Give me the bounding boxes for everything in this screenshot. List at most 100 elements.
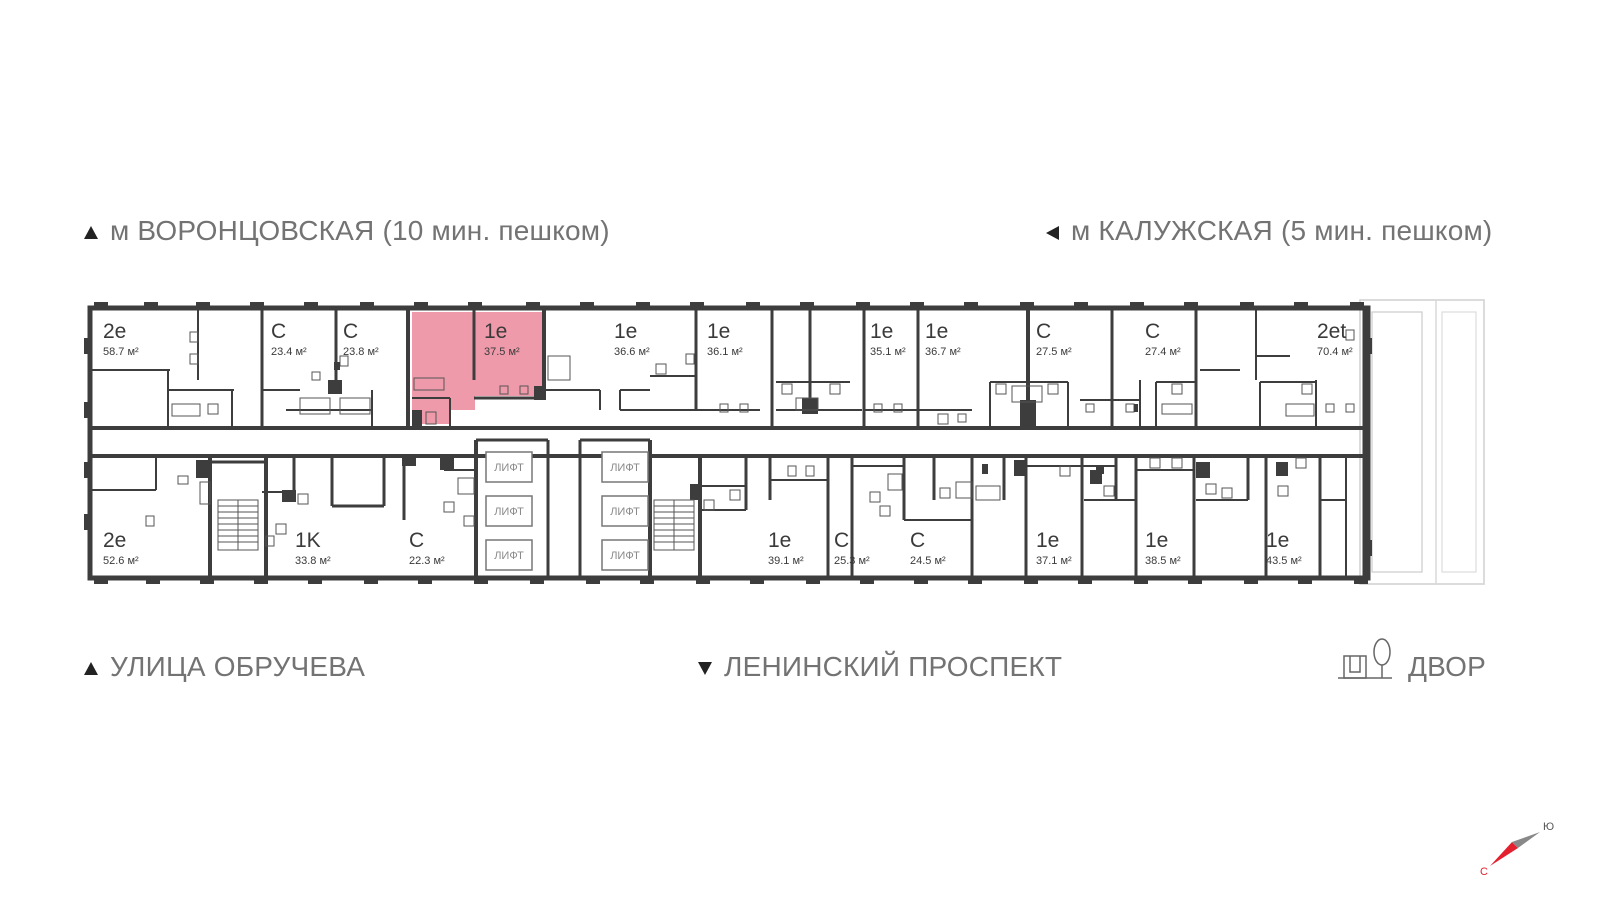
apartment-c-23-8[interactable]: С 23.8 м² [343, 320, 379, 358]
terrace [1359, 299, 1485, 585]
yard-text: ДВОР [1408, 651, 1486, 682]
apartment-code: С [271, 320, 286, 343]
apartment-code: 1K [295, 529, 321, 552]
apartment-code: С [910, 529, 925, 552]
top-partitions [92, 308, 1366, 578]
apartment-1e-36-6[interactable]: 1e 36.6 м² [614, 320, 650, 358]
apartment-c-22-3[interactable]: С 22.3 м² [409, 529, 445, 567]
direction-arrow-icon [84, 226, 98, 240]
apartment-area: 27.4 м² [1145, 346, 1181, 358]
leninsky-prospekt-label: ЛЕНИНСКИЙ ПРОСПЕКТ [698, 651, 1062, 683]
apartment-code: 1e [1036, 529, 1059, 552]
apartment-area: 24.5 м² [910, 555, 946, 567]
street-obrucheva-label: УЛИЦА ОБРУЧЕВА [84, 651, 365, 683]
apartment-area: 35.1 м² [870, 346, 906, 358]
lift-label: ЛИФТ [494, 506, 524, 518]
stairwell-right [653, 499, 695, 551]
apartment-code: 1e [870, 320, 893, 343]
metro-right-text: м КАЛУЖСКАЯ (5 мин. пешком) [1071, 215, 1493, 246]
apartment-area: 36.6 м² [614, 346, 650, 358]
fixture-icons [145, 329, 1355, 547]
apartment-area: 37.5 м² [484, 346, 520, 358]
apartment-area: 52.6 м² [103, 555, 139, 567]
apartment-code: С [834, 529, 849, 552]
direction-arrow-icon [1046, 225, 1059, 240]
yard-icon [1338, 638, 1392, 679]
apartment-code: С [409, 529, 424, 552]
side-jambs [84, 338, 1372, 556]
metro-voroncovskaya-label: м ВОРОНЦОВСКАЯ (10 мин. пешком) [84, 215, 610, 247]
lift-label: ЛИФТ [494, 462, 524, 474]
direction-arrow-icon [84, 662, 98, 676]
apartment-1e-36-1[interactable]: 1e 36.1 м² [707, 320, 743, 358]
apartment-area: 27.5 м² [1036, 346, 1072, 358]
apartment-code: С [343, 320, 358, 343]
metro-kaluzhskaya-label: м КАЛУЖСКАЯ (5 мин. пешком) [1046, 215, 1492, 247]
apartment-2e-52-6[interactable]: 2e 52.6 м² [103, 529, 139, 567]
apartment-area: 39.1 м² [768, 555, 804, 567]
compass-north: С [1480, 866, 1488, 878]
apartment-code: 2e [103, 529, 126, 552]
apartment-area: 23.8 м² [343, 346, 379, 358]
dark-fixtures [334, 362, 1138, 474]
street-left-text: УЛИЦА ОБРУЧЕВА [110, 651, 366, 682]
apartment-area: 38.5 м² [1145, 555, 1181, 567]
apartment-area: 43.5 м² [1266, 555, 1302, 567]
apartment-c-24-5[interactable]: С 24.5 м² [910, 529, 946, 567]
lift-label: ЛИФТ [610, 462, 640, 474]
apartment-code: 1e [484, 320, 507, 343]
apartment-area: 25.3 м² [834, 555, 870, 567]
apartment-2e-58-7[interactable]: 2e 58.7 м² [103, 320, 139, 358]
compass-icon: С Ю [1480, 821, 1554, 878]
apartment-area: 33.8 м² [295, 555, 331, 567]
street-center-text: ЛЕНИНСКИЙ ПРОСПЕКТ [724, 651, 1063, 682]
apartment-area: 37.1 м² [1036, 555, 1072, 567]
yard-label: ДВОР [1408, 651, 1486, 683]
direction-arrow-icon [698, 662, 712, 676]
lift-shafts: ЛИФТ ЛИФТ ЛИФТ ЛИФТ ЛИФТ ЛИФТ [485, 451, 649, 571]
apartment-1e-37-5-selected[interactable]: 1e 37.5 м² [484, 320, 520, 358]
apartments-bottom: 2e 52.6 м² 1K 33.8 м² С 22.3 м² 1e 39.1 … [103, 529, 1302, 567]
apartment-1e-38-5[interactable]: 1e 38.5 м² [1145, 529, 1181, 567]
apartment-code: 1e [925, 320, 948, 343]
apartment-code: 1e [768, 529, 791, 552]
apartment-code: С [1145, 320, 1160, 343]
apartment-code: 2e [103, 320, 126, 343]
apartments-top: 2e 58.7 м² С 23.4 м² С 23.8 м² 1e 37.5 м… [103, 320, 1353, 358]
selected-apartment-highlight[interactable] [412, 312, 542, 424]
apartment-area: 70.4 м² [1317, 346, 1353, 358]
apartment-c-27-5[interactable]: С 27.5 м² [1036, 320, 1072, 358]
apartment-1e-35-1[interactable]: 1e 35.1 м² [870, 320, 906, 358]
apartment-area: 36.7 м² [925, 346, 961, 358]
lift-label: ЛИФТ [610, 550, 640, 562]
apartment-c-25-3[interactable]: С 25.3 м² [834, 529, 870, 567]
apartment-code: 1e [1145, 529, 1168, 552]
apartment-code: С [1036, 320, 1051, 343]
apartment-c-23-4[interactable]: С 23.4 м² [271, 320, 307, 358]
apartment-code: 2et [1317, 320, 1346, 343]
stairwell-left [217, 499, 259, 551]
window-jambs-bottom [94, 576, 1368, 584]
apartment-code: 1e [614, 320, 637, 343]
lift-label: ЛИФТ [610, 506, 640, 518]
window-jambs-top [94, 302, 1364, 310]
apartment-1k-33-8[interactable]: 1K 33.8 м² [295, 529, 331, 567]
apartment-code: 1e [1266, 529, 1289, 552]
wall-blocks-bottom [196, 456, 1288, 502]
apartment-1e-43-5[interactable]: 1e 43.5 м² [1266, 529, 1302, 567]
apartment-area: 22.3 м² [409, 555, 445, 567]
compass-south: Ю [1543, 821, 1554, 833]
apartment-area: 23.4 м² [271, 346, 307, 358]
apartment-area: 58.7 м² [103, 346, 139, 358]
lift-label: ЛИФТ [494, 550, 524, 562]
apartment-code: 1e [707, 320, 730, 343]
apartment-c-27-4[interactable]: С 27.4 м² [1145, 320, 1181, 358]
apartment-1e-37-1[interactable]: 1e 37.1 м² [1036, 529, 1072, 567]
apartment-area: 36.1 м² [707, 346, 743, 358]
apartment-1e-36-7[interactable]: 1e 36.7 м² [925, 320, 961, 358]
apartment-2et-70-4[interactable]: 2et 70.4 м² [1317, 320, 1353, 358]
bottom-partitions [92, 438, 1347, 578]
apartment-1e-39-1[interactable]: 1e 39.1 м² [768, 529, 804, 567]
metro-left-text: м ВОРОНЦОВСКАЯ (10 мин. пешком) [110, 215, 610, 246]
